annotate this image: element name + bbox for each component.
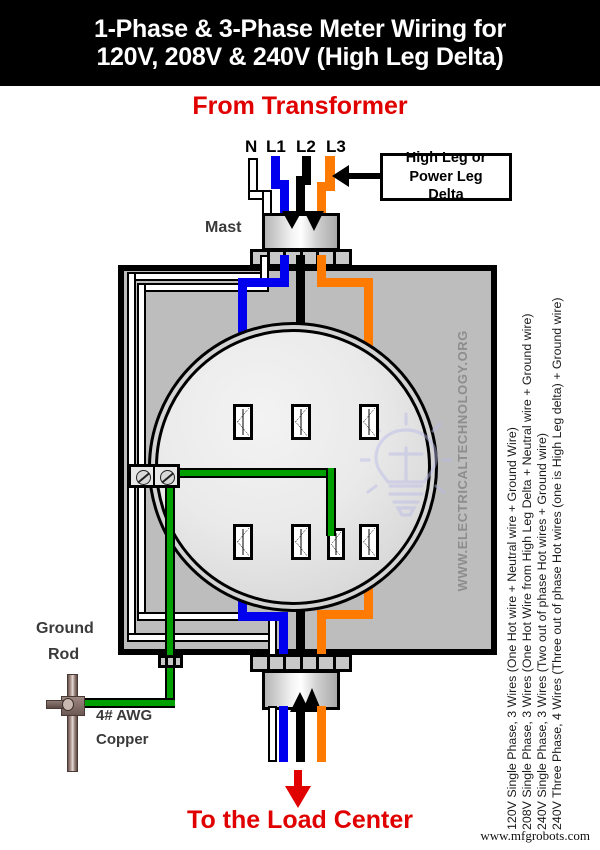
wire-l3-jog-top [317,278,373,287]
wire-l1-out [279,706,288,762]
legend-item-240v-1ph: 240V Single Phase, 3 Wires (Two out of p… [535,432,549,830]
ground-screw-2-icon [159,469,175,485]
load-center-arrow-shaft [294,770,302,790]
ground-bushing [158,655,183,668]
wire-neutral-inner-left-b [137,283,146,621]
meter-jaw-top-l2 [291,404,311,440]
wire-ground-down-left [165,468,175,700]
to-load-center-heading: To the Load Center [187,806,413,834]
ground-conductor-label-line2: Copper [96,731,149,748]
legend-item-120v: 120V Single Phase, 3 Wires (One Hot wire… [505,427,519,830]
grounding-bar [128,464,180,488]
mast-hub-notch-icon [282,211,324,231]
wire-l1-exit [279,612,288,662]
title-bar: 1-Phase & 3-Phase Meter Wiring for 120V,… [0,0,600,86]
wire-l3-enter [317,255,326,285]
meter-jaw-top-l3 [359,404,379,440]
title-line-2: 120V, 208V & 240V (High Leg Delta) [96,43,504,71]
meter-jaw-top-l1 [233,404,253,440]
meter-jaw-bottom-l2 [291,524,311,560]
footer-url: www.mfgrobots.com [480,828,590,843]
label-line1: L1 [266,137,286,156]
wire-l3-exit [317,610,326,662]
wire-ground-to-jaw [326,468,336,536]
meter-jaw-bottom-neutral [327,528,345,560]
wire-l3-down-to-jaw [364,278,373,404]
wire-l3-jog-bottom [317,610,373,619]
wire-neutral-inner-left-a [127,272,136,642]
meter-jaw-bottom-l3 [359,524,379,560]
meter-jaw-bottom-l1 [233,524,253,560]
label-line2: L2 [296,137,316,156]
wire-ground-horizontal [175,468,334,478]
wire-neutral-out [268,706,277,762]
wire-l2-out [296,706,305,762]
wire-l1-top-upper [271,156,280,188]
callout-arrow-head-icon [332,165,349,187]
high-leg-callout: High Leg or Power Leg Delta [380,150,512,203]
ground-conductor-label-line1: 4# AWG [96,707,153,724]
wire-l2-top-upper [302,156,311,184]
wire-l1-jog-bottom [238,612,288,621]
lightbulb-watermark-icon [360,412,452,517]
mast-label: Mast [205,219,242,236]
ground-screw-1-icon [135,469,151,485]
callout-line-2: Power Leg Delta [409,168,483,204]
label-neutral: N [245,137,258,156]
wire-l1-top-lower [280,180,289,222]
wire-neutral-top-upper [248,158,258,194]
from-transformer-heading: From Transformer [192,92,408,120]
wire-neutral-inner-bottom-a [127,633,277,642]
wire-l1-jog-top [238,278,289,287]
ground-rod-clamp-nut-icon [62,698,74,711]
legend-item-240v-3ph: 240V Three Phase, 4 Wires (Three out of … [550,297,564,831]
ground-rod [67,674,78,772]
ground-rod-label-line1: Ground [36,620,94,637]
wire-l3-top-jog [317,182,335,191]
wire-l2-top-lower [296,176,305,222]
callout-line-1: High Leg or [405,150,487,167]
wire-ground-to-rod [74,698,175,708]
wire-l1-enter [280,255,289,285]
site-watermark: WWW.ELECTRICALTECHNOLOGY.ORG [455,330,470,592]
wire-l3-top-lower [317,182,326,222]
wire-l3-out [317,706,326,762]
ground-rod-label-line2: Rod [48,646,80,663]
wire-l3-top-upper [325,156,335,190]
load-center-arrow-head-icon [285,786,311,808]
label-line3: L3 [326,137,346,156]
callout-arrow-shaft [345,173,383,179]
title-line-1: 1-Phase & 3-Phase Meter Wiring for [94,15,506,43]
legend-item-208v: 208V Single Phase, 3 Wires (One Hot Wire… [520,313,534,831]
